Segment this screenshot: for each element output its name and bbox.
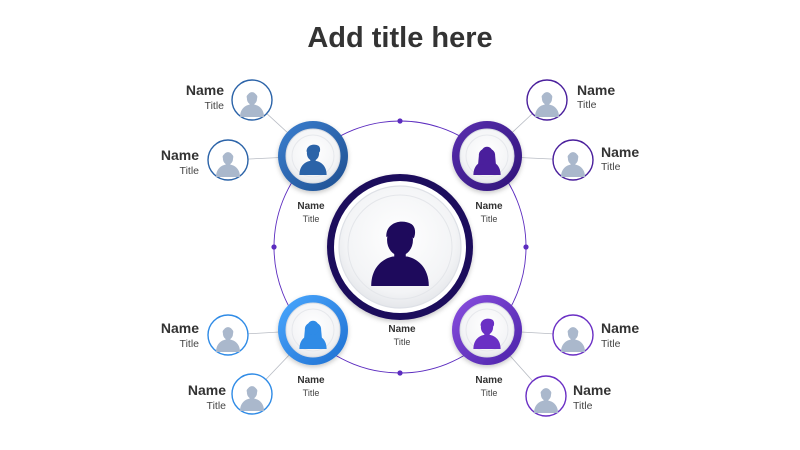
person-female-icon bbox=[299, 320, 327, 349]
satellite-bl-1-name: Name bbox=[160, 320, 199, 336]
satellite-bl-1-title: Title bbox=[179, 338, 199, 350]
hub-bottom-right-name: Name bbox=[475, 375, 503, 386]
satellite-bl-2-name: Name bbox=[187, 382, 226, 398]
person-male-icon bbox=[299, 144, 327, 175]
person-silhouette-icon bbox=[216, 152, 240, 177]
hub-inner-ring bbox=[465, 308, 509, 352]
hub-inner-ring bbox=[291, 308, 335, 352]
person-male-icon bbox=[371, 221, 429, 286]
satellite-br-2-name: Name bbox=[573, 382, 612, 398]
satellite-tl-1-name: Name bbox=[185, 82, 224, 98]
satellite-br-1-name: Name bbox=[601, 320, 640, 336]
satellite-tr-2-name: Name bbox=[601, 144, 640, 160]
satellite-tr-1-title: Title bbox=[577, 99, 597, 111]
person-silhouette-icon bbox=[561, 327, 585, 352]
person-silhouette-icon bbox=[240, 92, 264, 117]
satellite-tl-2-title: Title bbox=[179, 165, 199, 177]
person-silhouette-icon bbox=[216, 327, 240, 352]
orbit-dot-3 bbox=[397, 370, 403, 376]
satellite-bl-2-title: Title bbox=[206, 400, 226, 412]
satellite-avatar-br-2 bbox=[525, 375, 567, 417]
hub-avatar-top-left bbox=[278, 121, 348, 191]
person-male-icon bbox=[473, 318, 501, 349]
satellite-avatar-tr-2 bbox=[552, 139, 594, 181]
hub-bottom-left-title: Title bbox=[302, 388, 320, 398]
hub-inner-ring bbox=[291, 134, 335, 178]
person-female-icon bbox=[473, 146, 501, 175]
satellite-avatar-tl-1 bbox=[231, 79, 273, 121]
page-title: Add title here bbox=[307, 22, 493, 54]
hub-bottom-left-name: Name bbox=[297, 375, 325, 386]
satellite-br-2-title: Title bbox=[573, 400, 593, 412]
hub-avatar-bottom-right bbox=[452, 295, 522, 365]
person-silhouette-icon bbox=[561, 152, 585, 177]
hub-avatar-top-right bbox=[452, 121, 522, 191]
satellite-tr-2-title: Title bbox=[601, 161, 621, 173]
satellite-avatar-tr-1 bbox=[526, 79, 568, 121]
satellite-tr-1-name: Name bbox=[577, 82, 616, 98]
center-avatar bbox=[327, 174, 473, 320]
hub-top-left-title: Title bbox=[302, 214, 320, 224]
satellite-tl-2-name: Name bbox=[160, 147, 199, 163]
center-title: Title bbox=[393, 337, 411, 347]
satellite-avatar-tl-2 bbox=[207, 139, 249, 181]
center-name: Name bbox=[388, 324, 416, 335]
hub-top-right-title: Title bbox=[480, 214, 498, 224]
satellite-avatar-bl-1 bbox=[207, 314, 249, 356]
orbit-dot-2 bbox=[523, 244, 529, 250]
satellite-avatar-bl-2 bbox=[231, 373, 273, 415]
satellite-avatar-br-1 bbox=[552, 314, 594, 356]
person-silhouette-icon bbox=[535, 92, 559, 117]
hub-inner-ring bbox=[465, 134, 509, 178]
center-inner-ring bbox=[347, 194, 453, 300]
orbit-dot-1 bbox=[271, 244, 277, 250]
person-silhouette-icon bbox=[240, 386, 264, 411]
satellite-tl-1-title: Title bbox=[204, 100, 224, 112]
diagram-nodes bbox=[207, 79, 594, 417]
satellite-br-1-title: Title bbox=[601, 338, 621, 350]
person-silhouette-icon bbox=[534, 388, 558, 413]
hub-bottom-right-title: Title bbox=[480, 388, 498, 398]
orbit-dot-0 bbox=[397, 118, 403, 124]
hub-top-left-name: Name bbox=[297, 201, 325, 212]
hub-avatar-bottom-left bbox=[278, 295, 348, 365]
hub-top-right-name: Name bbox=[475, 201, 503, 212]
